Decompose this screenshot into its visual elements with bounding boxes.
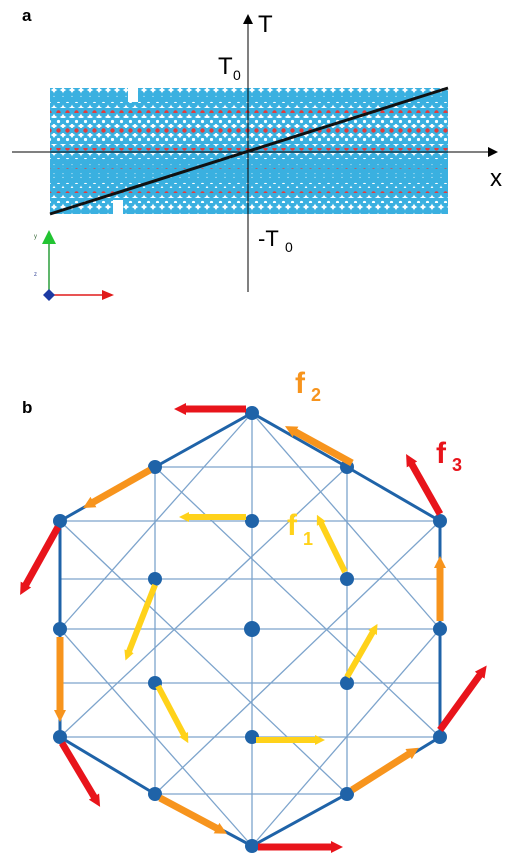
svg-text:T: T — [218, 53, 233, 80]
svg-text:f: f — [436, 437, 447, 470]
svg-text:0: 0 — [233, 67, 241, 83]
svg-text:3: 3 — [452, 455, 462, 475]
triad-y-label: y — [34, 234, 37, 240]
f3-arrows — [20, 403, 487, 853]
svg-text:2: 2 — [311, 385, 321, 405]
lattice-atoms — [53, 406, 447, 853]
svg-text:f: f — [287, 509, 298, 542]
panel-b-label: b — [22, 398, 33, 417]
svg-text:-T: -T — [258, 226, 279, 251]
svg-text:f: f — [295, 367, 306, 400]
y-axis-label: T — [258, 11, 273, 38]
f1-label: f 1 — [287, 509, 313, 549]
t0-bottom-label: -T 0 — [258, 226, 293, 255]
orientation-triad: y z — [34, 230, 114, 301]
f2-arrows — [54, 426, 446, 834]
t0-top-label: T 0 — [218, 53, 241, 83]
triad-z-label: z — [34, 272, 37, 278]
f2-label: f 2 — [295, 367, 321, 405]
svg-text:1: 1 — [303, 529, 313, 549]
svg-text:0: 0 — [285, 239, 293, 255]
f3-label: f 3 — [436, 437, 462, 475]
f1-arrows — [124, 512, 378, 745]
x-axis-label: x — [490, 165, 502, 192]
panel-a-diagram: T x T 0 -T 0 y z — [12, 11, 502, 301]
temperature-profile-line — [49, 86, 449, 216]
panel-a-label: a — [22, 6, 32, 25]
